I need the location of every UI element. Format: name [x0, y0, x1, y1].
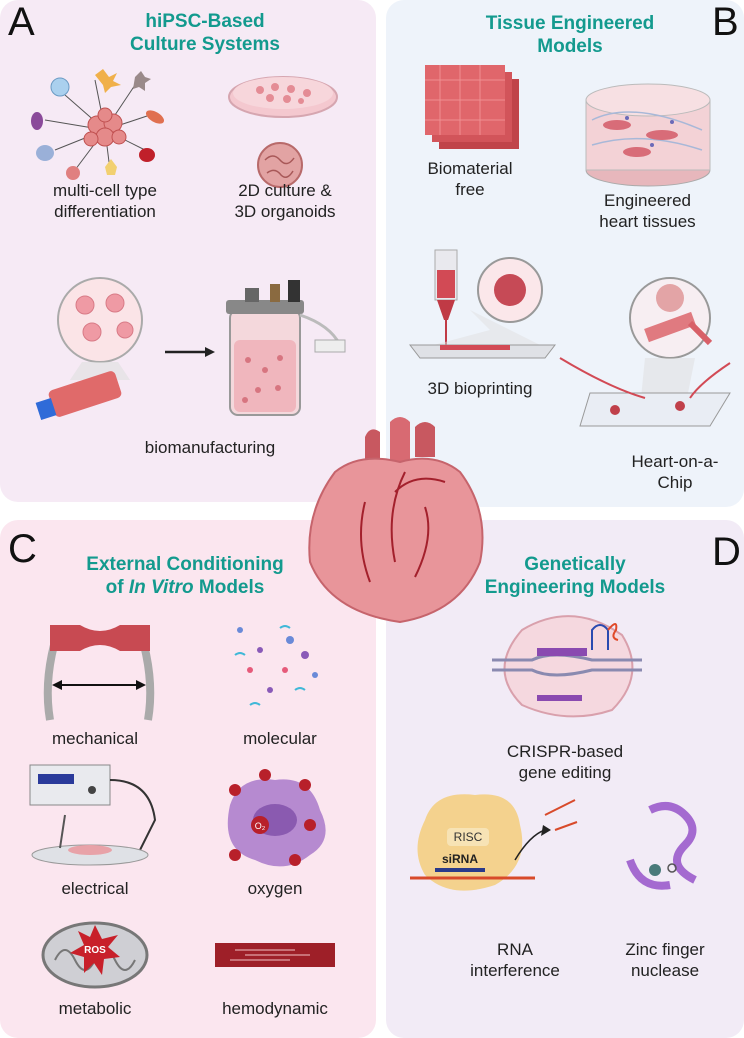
label-chip-line2: Chip — [657, 473, 693, 492]
label-oxygen: oxygen — [247, 879, 303, 898]
panel-a-title-line2: Culture Systems — [130, 34, 280, 55]
label-biomaterial: Biomaterial free — [415, 158, 525, 200]
label-biomanufacturing: biomanufacturing — [144, 438, 276, 457]
heart-on-chip-icon — [559, 277, 731, 427]
panel-b-title: Tissue Engineered Models — [455, 12, 685, 58]
label-rnai: RNA interference — [455, 939, 575, 981]
mitochondria-ros-icon: ROS — [41, 921, 149, 989]
label-multicell-line1: multi-cell type — [53, 181, 157, 200]
cell-differentiation-icon — [31, 69, 165, 180]
hemodynamic-vessel-icon — [215, 943, 335, 967]
label-zinc: Zinc finger nuclease — [605, 939, 725, 981]
panel-d-title-line1: Genetically — [524, 554, 626, 575]
sirna-text: siRNA — [442, 852, 478, 866]
electrical-stimulator-icon — [29, 764, 157, 866]
label-biomaterial-line1: Biomaterial — [427, 159, 513, 178]
ros-text: ROS — [84, 945, 106, 956]
mechanical-stretch-icon — [43, 625, 155, 721]
panel-c-title-prefix: of — [105, 577, 129, 598]
molecular-icon — [234, 625, 318, 706]
panel-c-title-line2: of In Vitro Models — [40, 576, 330, 599]
label-eht-line1: Engineered — [604, 191, 691, 210]
label-biomaterial-line2: free — [455, 180, 485, 199]
panel-b-title-line2: Models — [537, 36, 603, 57]
panel-c-title-italic: In Vitro — [128, 577, 194, 598]
biomaterial-free-sheet-icon — [425, 65, 519, 149]
panel-d — [386, 520, 744, 1038]
bioprinter-icon — [408, 249, 557, 359]
zinc-finger-icon — [626, 802, 697, 890]
oxygen-cell-icon: O₂ — [227, 769, 326, 867]
o2-text: O₂ — [255, 821, 266, 831]
label-culture: 2D culture & 3D organoids — [205, 180, 365, 222]
label-crispr: CRISPR-based gene editing — [490, 741, 640, 783]
label-rnai-line1: RNA — [497, 940, 533, 959]
label-rnai-line2: interference — [470, 961, 560, 980]
rnai-risc-icon: RISC siRNA — [410, 794, 578, 891]
label-culture-line2: 3D organoids — [234, 202, 336, 221]
panel-b-letter: B — [712, 0, 739, 44]
label-eht-line2: heart tissues — [599, 212, 696, 231]
panel-c-title: External Conditioning of In Vitro Models — [40, 553, 330, 599]
panel-a-title: hiPSC-Based Culture Systems — [100, 10, 310, 56]
panel-c-letter: C — [8, 527, 37, 571]
label-molecular: molecular — [243, 729, 317, 748]
label-crispr-line2: gene editing — [518, 763, 612, 782]
risc-text: RISC — [454, 830, 483, 844]
label-hemodynamic: hemodynamic — [222, 999, 328, 1018]
panel-a-letter: A — [8, 0, 35, 44]
label-multicell-line2: differentiation — [54, 202, 156, 221]
label-metabolic: metabolic — [58, 999, 132, 1018]
label-mechanical: mechanical — [52, 729, 138, 748]
label-zinc-line2: nuclease — [630, 961, 700, 980]
label-electrical: electrical — [61, 879, 129, 898]
panel-d-letter: D — [712, 530, 741, 574]
petri-dish-organoid-icon — [228, 76, 338, 188]
label-bioprinting: 3D bioprinting — [427, 379, 533, 398]
label-chip-line1: Heart-on-a- — [631, 452, 719, 471]
label-chip: Heart-on-a- Chip — [615, 451, 735, 493]
engineered-heart-tissue-icon — [585, 83, 711, 187]
label-crispr-line1: CRISPR-based — [506, 742, 624, 761]
label-multicell: multi-cell type differentiation — [20, 180, 190, 222]
bioreactor-icon — [35, 277, 346, 421]
panel-a-title-line1: hiPSC-Based — [145, 11, 265, 32]
crispr-cas-icon — [492, 615, 642, 718]
label-eht: Engineered heart tissues — [575, 190, 720, 232]
panel-d-title: Genetically Engineering Models — [465, 553, 685, 599]
panel-c-title-suffix: Models — [193, 577, 265, 598]
label-culture-line1: 2D culture & — [238, 181, 332, 200]
panel-c-title-line1: External Conditioning — [86, 554, 284, 575]
panel-b-title-line1: Tissue Engineered — [485, 13, 655, 34]
label-zinc-line1: Zinc finger — [625, 940, 705, 959]
panel-d-title-line2: Engineering Models — [484, 577, 666, 598]
heart-icon — [308, 417, 484, 624]
